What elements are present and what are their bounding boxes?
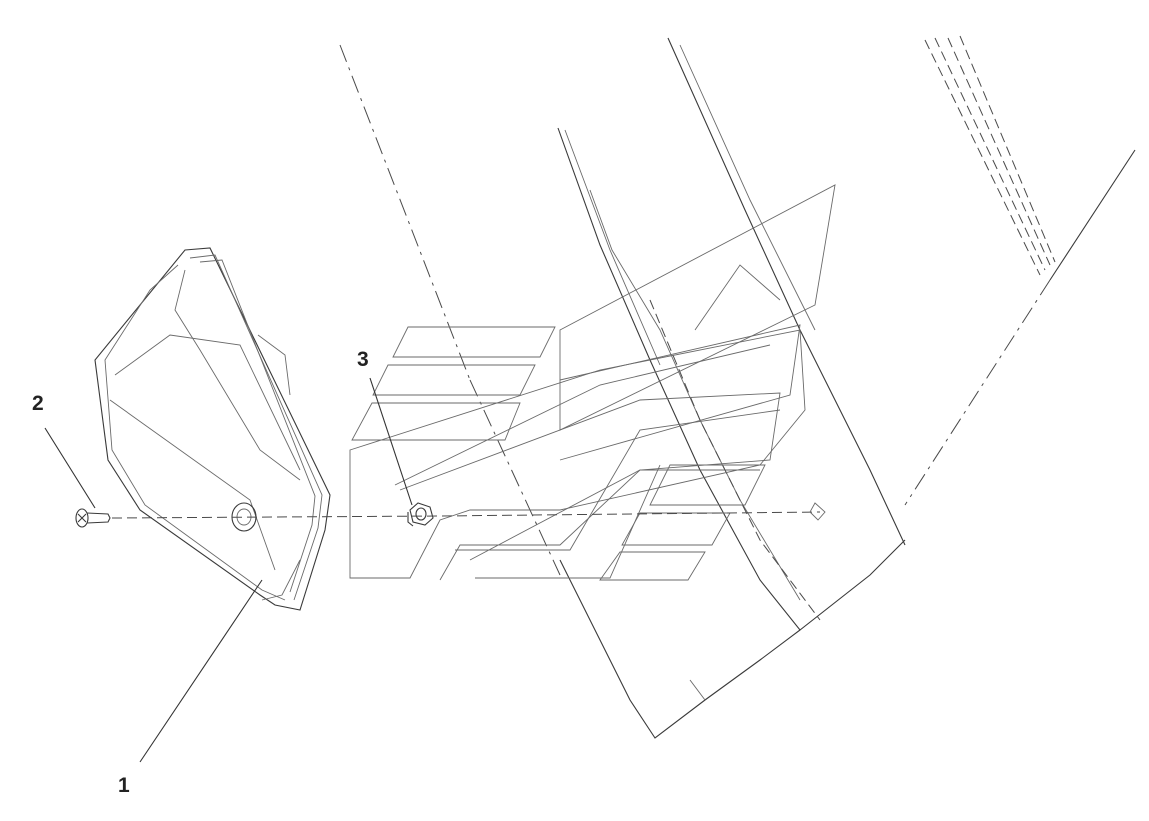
vehicle-body-panel	[339, 35, 1136, 739]
leader-line-1	[139, 579, 263, 763]
callout-1: 1	[118, 774, 130, 797]
leader-line-3	[369, 377, 413, 506]
assembly-axis-line	[111, 511, 821, 519]
tail-lamp-icon	[94, 247, 331, 611]
callout-3: 3	[357, 348, 369, 371]
callout-2: 2	[32, 392, 44, 415]
mounting-hole	[809, 502, 826, 521]
nut-icon	[407, 502, 434, 527]
leader-line-2	[44, 427, 96, 509]
screw-icon	[75, 508, 111, 528]
body-stripes	[351, 326, 766, 581]
